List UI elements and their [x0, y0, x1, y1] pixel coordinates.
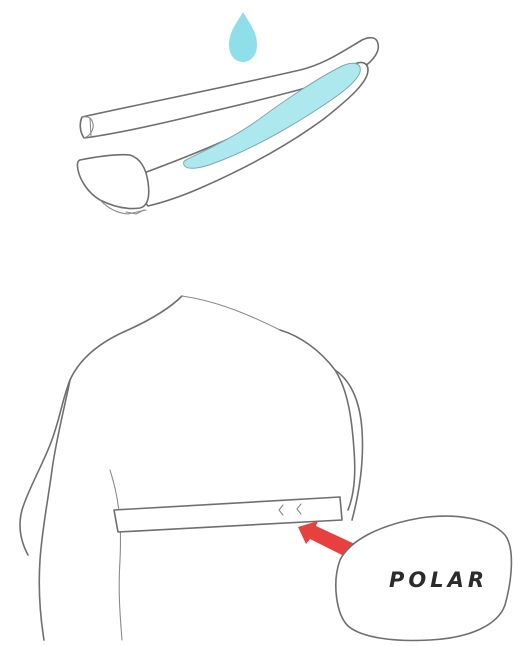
torso-outline-right: [280, 330, 355, 510]
moisten-strap-step: [77, 12, 378, 214]
water-drop-icon: [229, 12, 257, 62]
wear-strap-step: POLAR: [20, 296, 511, 640]
strap-connector: [77, 155, 148, 209]
left-arm-inner: [39, 380, 70, 640]
brand-logo: POLAR: [389, 568, 488, 592]
